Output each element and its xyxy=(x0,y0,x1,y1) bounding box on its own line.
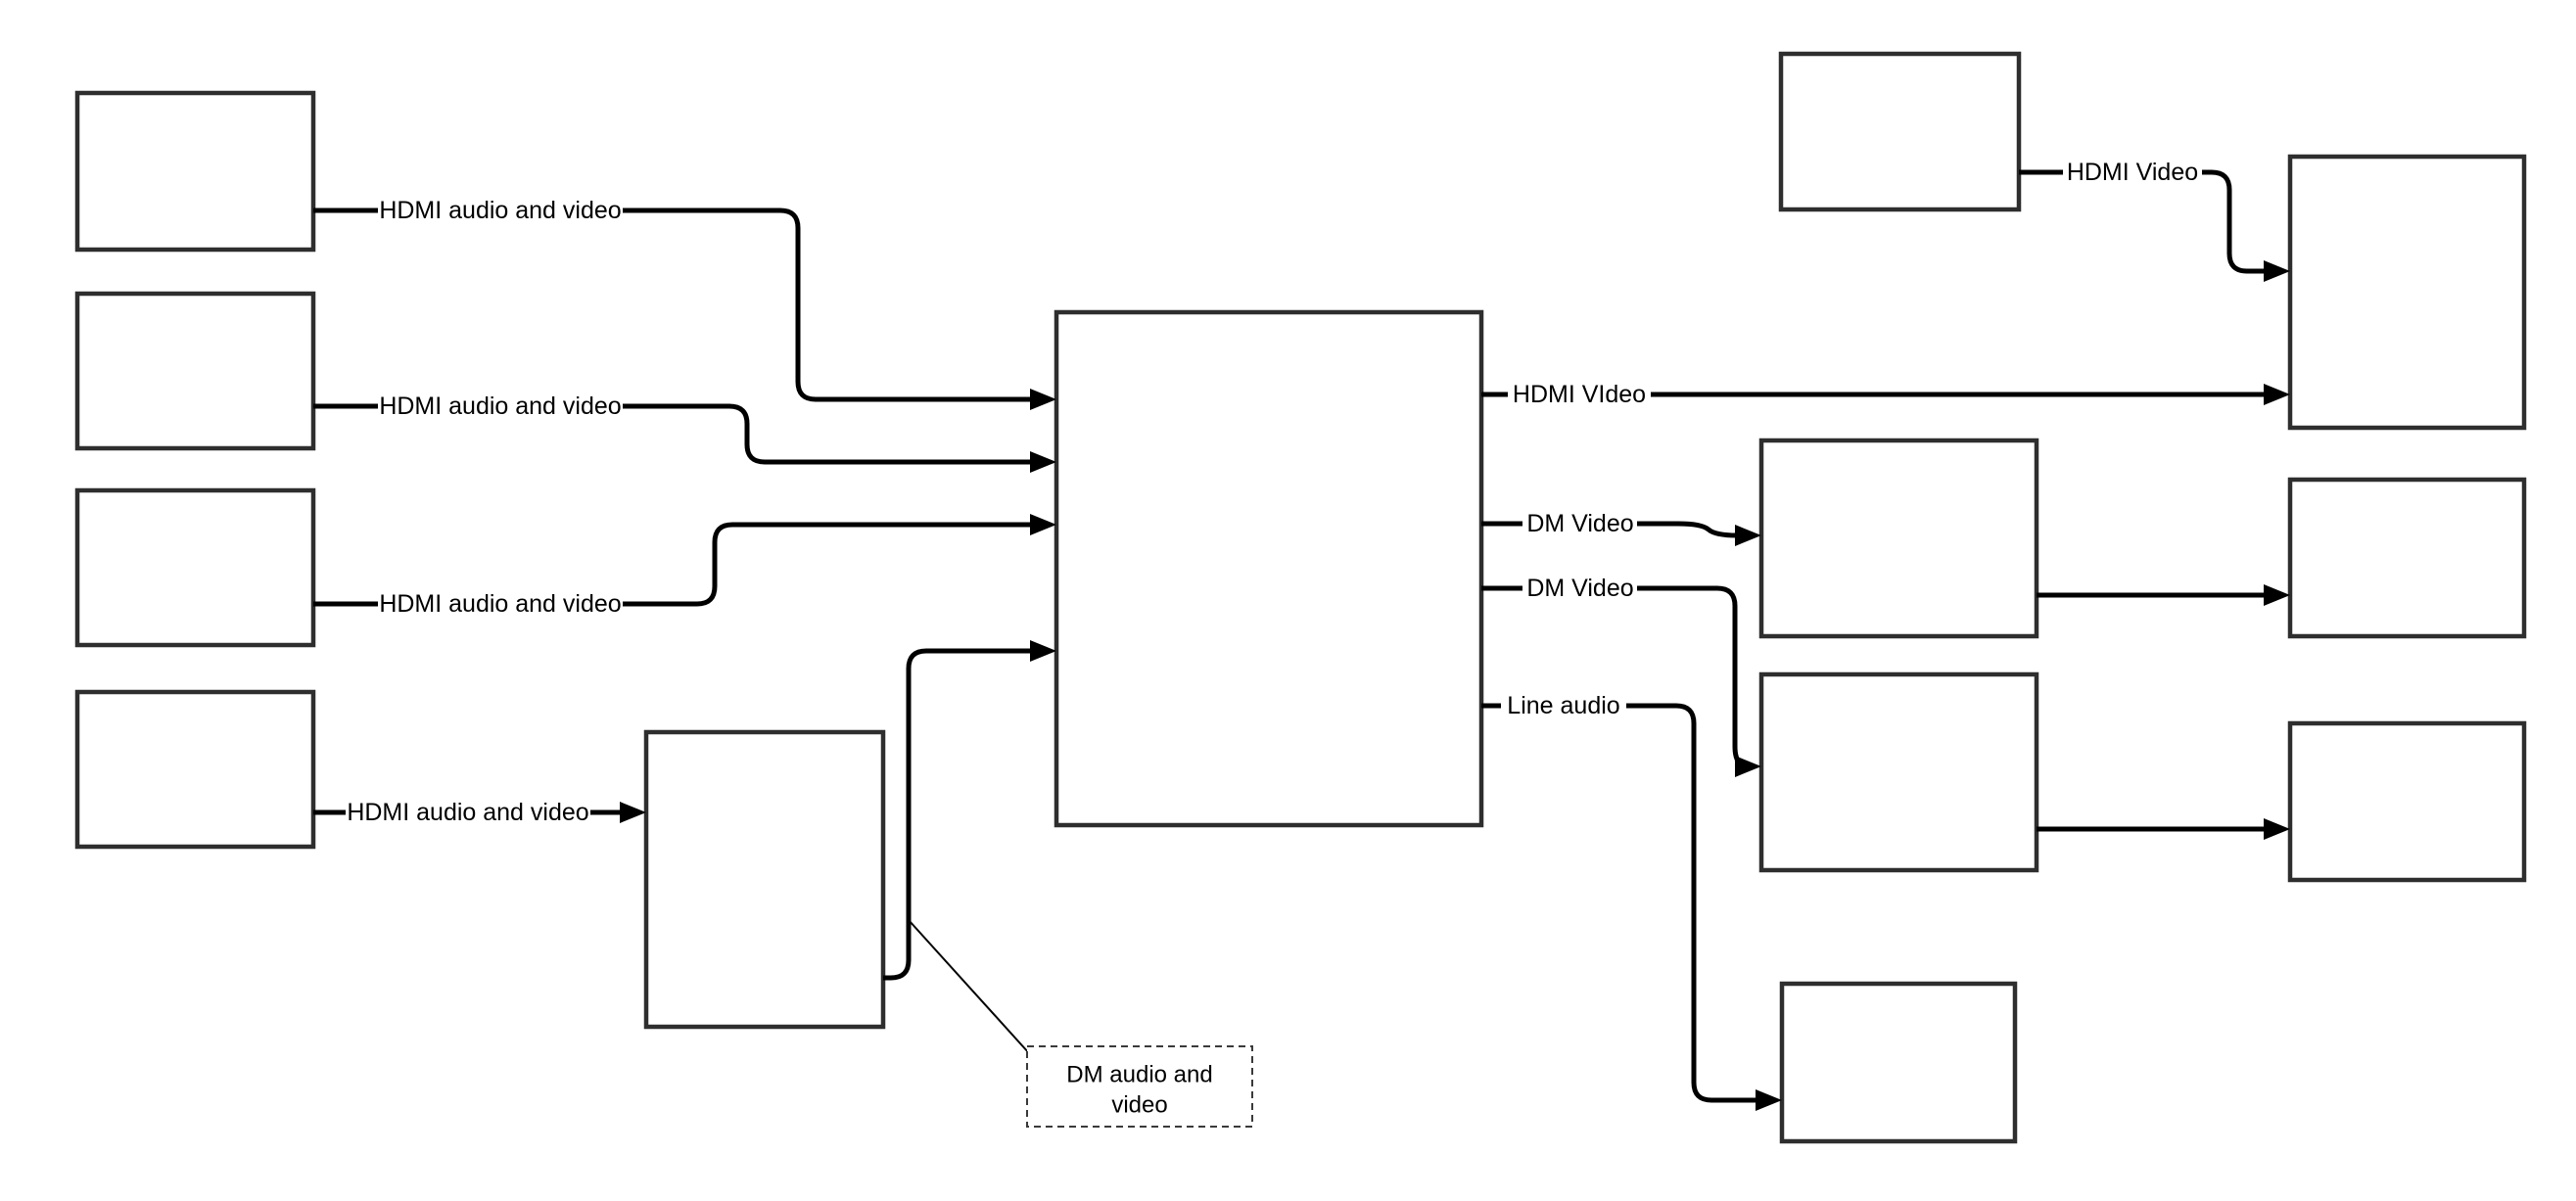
wire-segment-dm-tx-1-to-dm-in-5 xyxy=(883,648,1032,981)
wire-segment-audio-out-1-to-amplifier xyxy=(1626,703,1757,1103)
wire-label-wireless-to-hdmi-in-2: HDMI audio and video xyxy=(379,393,621,420)
device-rect-digital-sign-box xyxy=(1778,51,2022,212)
wire-hdmi-out-1-to-lobby: HDMI VIdeo xyxy=(1481,381,2290,408)
device-rect-dm-rmc-3 xyxy=(1758,438,2039,639)
arrowhead-icon-rmc-4-to-projector-2 xyxy=(2264,818,2290,840)
device-rect-dm-8x8 xyxy=(1054,309,1484,828)
arrowhead-icon-wireless-to-hdmi-in-2 xyxy=(1030,451,1056,473)
device-rect-wireless-presenter xyxy=(74,291,316,451)
wire-segment-dm-out-3-to-rmc-3 xyxy=(1637,521,1738,538)
device-rect-dm-tx-1 xyxy=(643,729,886,1030)
device-rect-projector-1 xyxy=(2287,477,2527,639)
wire-label-laptop-to-dm-tx-1: HDMI audio and video xyxy=(347,799,588,826)
arrowhead-icon-dm-tx-1-to-dm-in-5 xyxy=(1030,640,1056,662)
arrowhead-icon-laptop-to-dm-tx-1 xyxy=(620,802,646,823)
dm-audio-video-note: DM audio and video xyxy=(908,919,1253,1128)
arrowhead-icon-dm-out-3-to-rmc-3 xyxy=(1735,525,1761,546)
wire-segment-digital-sign-to-lobby xyxy=(2202,169,2266,274)
device-rect-projector-2 xyxy=(2287,720,2527,883)
wire-segment-wireless-to-hdmi-in-2 xyxy=(623,403,1032,465)
wire-label-dm-out-3-to-rmc-3: DM Video xyxy=(1526,510,1633,537)
arrowhead-icon-digital-sign-to-lobby xyxy=(2264,260,2290,282)
arrowhead-icon-doccam-to-hdmi-in-3 xyxy=(1030,514,1056,535)
device-rect-lobby-display xyxy=(2287,154,2527,431)
wire-dm-tx-1-to-dm-in-5 xyxy=(883,640,1056,981)
wire-label-dm-out-4-to-rmc-4: DM Video xyxy=(1526,575,1633,602)
device-rect-laptop xyxy=(74,689,316,850)
wire-wireless-to-hdmi-in-2: HDMI audio and video xyxy=(313,393,1056,473)
wire-audio-out-1-to-amplifier: Line audio xyxy=(1481,692,1782,1111)
wire-rmc-3-to-projector-1 xyxy=(2037,584,2290,606)
note-leader-line xyxy=(908,919,1030,1054)
arrowhead-icon-rmc-3-to-projector-1 xyxy=(2264,584,2290,606)
device-rect-dm-rmc-4 xyxy=(1758,671,2039,873)
wire-laptop-to-dm-tx-1: HDMI audio and video xyxy=(313,799,646,826)
wire-segment-doccam-to-hdmi-in-3 xyxy=(623,522,1032,607)
wire-dm-out-4-to-rmc-4: DM Video xyxy=(1481,575,1761,777)
wire-rmc-4-to-projector-2 xyxy=(2037,818,2290,840)
arrowhead-icon-hdmi-out-1-to-lobby xyxy=(2264,384,2290,405)
wire-dm-out-3-to-rmc-3: DM Video xyxy=(1481,510,1761,546)
wire-bluray-to-hdmi-in-1: HDMI audio and video xyxy=(313,197,1056,410)
arrowhead-icon-audio-out-1-to-amplifier xyxy=(1756,1089,1782,1111)
wire-label-bluray-to-hdmi-in-1: HDMI audio and video xyxy=(379,197,621,224)
wire-digital-sign-to-lobby: HDMI Video xyxy=(2019,159,2290,282)
arrowhead-icon-dm-out-4-to-rmc-4 xyxy=(1735,756,1761,777)
wire-segment-bluray-to-hdmi-in-1 xyxy=(623,208,1032,402)
wire-label-digital-sign-to-lobby: HDMI Video xyxy=(2067,159,2198,186)
wire-doccam-to-hdmi-in-3: HDMI audio and video xyxy=(313,514,1056,618)
wire-label-audio-out-1-to-amplifier: Line audio xyxy=(1507,692,1619,719)
arrowhead-icon-bluray-to-hdmi-in-1 xyxy=(1030,389,1056,410)
wire-label-hdmi-out-1-to-lobby: HDMI VIdeo xyxy=(1513,381,1646,408)
note-text: DM audio and xyxy=(1066,1062,1212,1088)
note-rect xyxy=(1026,1045,1253,1128)
device-rect-blu-ray xyxy=(74,90,316,253)
note-text: video xyxy=(1111,1092,1167,1119)
device-rect-amplifier xyxy=(1779,981,2018,1144)
device-rect-doc-cam xyxy=(74,487,316,648)
wire-label-doccam-to-hdmi-in-3: HDMI audio and video xyxy=(379,590,621,618)
